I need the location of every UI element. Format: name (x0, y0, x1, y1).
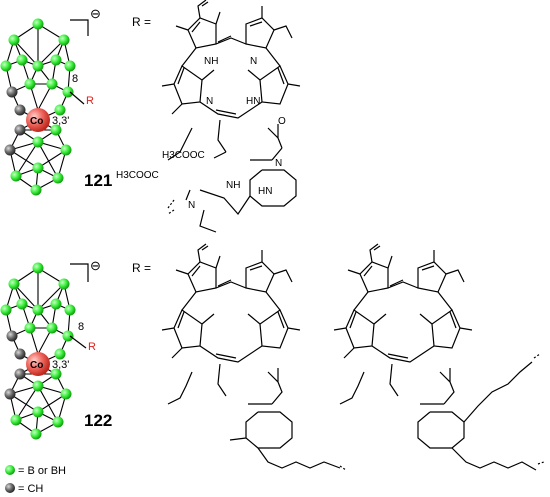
charge-121: ⊖ (90, 6, 101, 21)
atom-nh-121: NH (204, 56, 218, 67)
r-equals-121: R = (132, 15, 151, 29)
r-bond-122 (69, 335, 87, 349)
atom-n-121: N (250, 56, 257, 67)
atom-nh-ring-121: NH (226, 180, 240, 191)
bracket-121 (70, 19, 89, 36)
side-chains-121 (167, 119, 283, 161)
ester-2-121: H3COOC (162, 150, 205, 161)
compound-number-122: 122 (84, 411, 112, 430)
atom-n2-121: N (206, 96, 213, 107)
co-positions-121: 3,3' (52, 115, 69, 127)
attachment-wavy-121 (167, 199, 175, 215)
chlorin-macrocycle-122-a (161, 243, 301, 363)
position-8-label-122: 8 (78, 321, 84, 333)
legend-boron-sphere-icon (5, 465, 15, 475)
cobaltabisdicarbollide-122 (0, 261, 77, 441)
position-8-label-121: 8 (72, 73, 78, 85)
legend-carbon-label: = CH (18, 483, 43, 495)
ester-1-121: H3COOC (116, 170, 159, 181)
atom-n-imine-121: N (188, 200, 195, 211)
legend-boron-label: = B or BH (18, 465, 66, 477)
bracket-122 (70, 263, 89, 282)
charge-122: ⊖ (90, 258, 101, 273)
r-equals-122: R = (132, 261, 151, 275)
r-label-121: R (86, 95, 94, 107)
co-label-122: Co (30, 360, 43, 371)
chlorin-macrocycle-122-b (333, 243, 473, 363)
co-label-121: Co (30, 116, 43, 127)
side-chains-122 (167, 361, 537, 471)
attachment-wavy-122 (339, 353, 545, 471)
compound-number-121: 121 (84, 171, 112, 190)
co-positions-122: 3,3' (52, 359, 69, 371)
cyclen-ring-121 (185, 159, 297, 233)
atom-hn-121: HN (246, 96, 260, 107)
r-bond-121 (69, 91, 85, 105)
legend-carbon-sphere-icon (5, 483, 15, 493)
atom-hn-ring-121: HN (258, 186, 272, 197)
r-label-122: R (88, 341, 96, 353)
atom-o-121: O (278, 116, 286, 127)
cobaltabisdicarbollide-121 (0, 17, 77, 197)
atom-n-amide-121: N (275, 158, 282, 169)
chlorin-macrocycle-121 (161, 0, 301, 119)
